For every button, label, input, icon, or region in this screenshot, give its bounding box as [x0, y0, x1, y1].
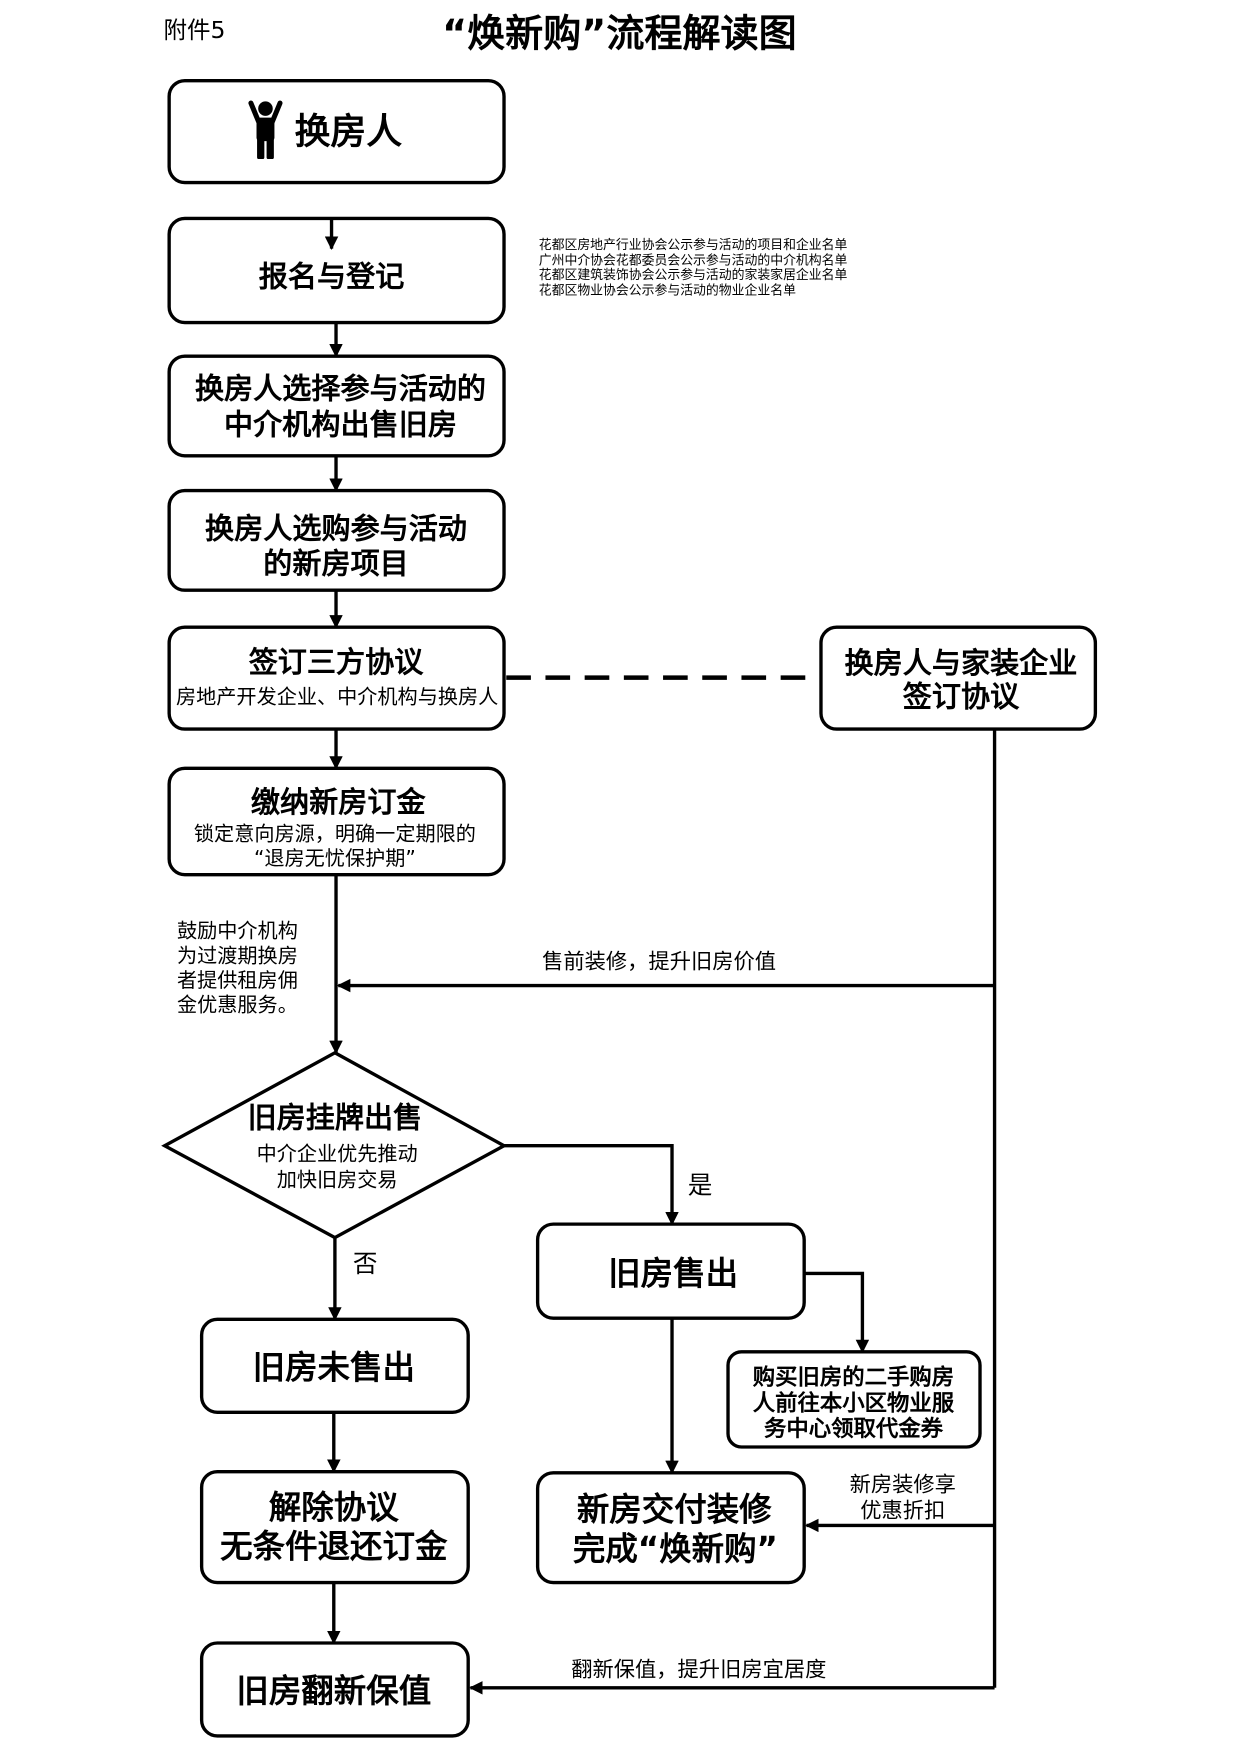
- arrow-listing-yes-to-sold: [504, 1144, 679, 1226]
- node-sold: 旧房售出: [535, 1222, 806, 1320]
- node-choose-project-line: 的新房项目: [263, 546, 409, 580]
- discount-label-line: 新房装修享: [850, 1473, 956, 1498]
- rental-note-line: 者提供租房佣: [177, 968, 298, 992]
- node-delivered-line: 完成“焕新购”: [573, 1530, 778, 1568]
- node-cancel: 解除协议 无条件退还订金: [199, 1469, 470, 1585]
- no-label: 否: [353, 1249, 378, 1278]
- decision-listing-subtitle: 中介企业优先推动: [257, 1142, 418, 1166]
- node-tripartite: 签订三方协议 房地产开发企业、中介机构与换房人: [167, 625, 506, 731]
- node-decoration-agreement-line: 换房人与家装企业: [845, 646, 1078, 680]
- node-start: 换房人: [167, 78, 506, 185]
- node-cancel-line: 无条件退还订金: [220, 1528, 448, 1566]
- node-unsold-label: 旧房未售出: [253, 1348, 415, 1386]
- decision-listing-subtitle: 加快旧房交易: [277, 1167, 398, 1191]
- node-delivered: 新房交付装修 完成“焕新购”: [535, 1471, 806, 1585]
- node-register-label: 报名与登记: [259, 260, 405, 294]
- node-choose-agency-line: 中介机构出售旧房: [224, 407, 457, 441]
- node-voucher-line: 人前往本小区物业服: [753, 1389, 955, 1416]
- node-renovate: 旧房翻新保值: [199, 1641, 470, 1738]
- person-icon: [248, 100, 283, 160]
- page-title: “焕新购”流程解读图: [442, 12, 797, 56]
- attachment-label: 附件5: [164, 16, 226, 44]
- renovate-label: 翻新保值，提升旧房宜居度: [571, 1657, 826, 1682]
- rental-note-line: 鼓励中介机构: [177, 919, 298, 943]
- node-voucher-line: 购买旧房的二手购房: [753, 1364, 954, 1391]
- node-choose-agency: 换房人选择参与活动的 中介机构出售旧房: [167, 354, 506, 458]
- node-renovate-label: 旧房翻新保值: [236, 1672, 431, 1710]
- node-sold-label: 旧房售出: [608, 1254, 738, 1292]
- publicity-note: 花都区房地产行业协会公示参与活动的项目和企业名单: [539, 237, 848, 253]
- discount-label-line: 优惠折扣: [860, 1498, 945, 1523]
- node-start-label: 换房人: [295, 112, 403, 153]
- node-deposit-title: 缴纳新房订金: [251, 785, 427, 819]
- node-voucher-box: [726, 1350, 982, 1449]
- arrow-sold-to-voucher: [804, 1271, 870, 1354]
- node-choose-agency-line: 换房人选择参与活动的: [195, 372, 486, 406]
- publicity-notes: 花都区房地产行业协会公示参与活动的项目和企业名单 广州中介协会花都委员会公示参与…: [539, 237, 848, 299]
- node-tripartite-title: 签订三方协议: [249, 645, 425, 679]
- pre-sale-label: 售前装修，提升旧房价值: [542, 950, 776, 975]
- node-decoration-agreement-line: 签订协议: [903, 680, 1020, 714]
- publicity-note: 花都区物业协会公示参与活动的物业企业名单: [539, 283, 796, 299]
- node-tripartite-subtitle: 房地产开发企业、中介机构与换房人: [176, 685, 498, 709]
- publicity-note: 花都区建筑装饰协会公示参与活动的家装家居企业名单: [539, 267, 848, 283]
- node-deposit-subtitle: “退房无忧保护期”: [254, 846, 416, 870]
- node-deposit: 缴纳新房订金 锁定意向房源，明确一定期限的 “退房无忧保护期”: [167, 766, 506, 877]
- discount-label: 新房装修享 优惠折扣: [850, 1473, 956, 1524]
- node-deposit-subtitle: 锁定意向房源，明确一定期限的: [194, 821, 476, 845]
- node-decoration-agreement: 换房人与家装企业 签订协议: [819, 625, 1098, 731]
- node-register: 报名与登记: [167, 216, 506, 325]
- rental-note-line: 为过渡期换房: [177, 943, 298, 967]
- node-voucher-line: 务中心领取代金券: [764, 1415, 944, 1442]
- node-voucher: 购买旧房的二手购房 人前往本小区物业服 务中心领取代金券: [726, 1350, 982, 1449]
- decision-listing-title: 旧房挂牌出售: [248, 1101, 423, 1135]
- node-unsold: 旧房未售出: [199, 1317, 470, 1414]
- node-choose-project-line: 换房人选购参与活动: [205, 512, 467, 546]
- publicity-note: 广州中介协会花都委员会公示参与活动的中介机构名单: [539, 252, 848, 268]
- yes-label: 是: [688, 1170, 713, 1199]
- node-choose-project: 换房人选购参与活动 的新房项目: [167, 488, 506, 592]
- rental-note: 鼓励中介机构 为过渡期换房 者提供租房佣 金优惠服务。: [177, 919, 298, 1017]
- node-cancel-line: 解除协议: [269, 1488, 399, 1526]
- rental-note-line: 金优惠服务。: [177, 993, 298, 1017]
- node-delivered-line: 新房交付装修: [577, 1491, 772, 1529]
